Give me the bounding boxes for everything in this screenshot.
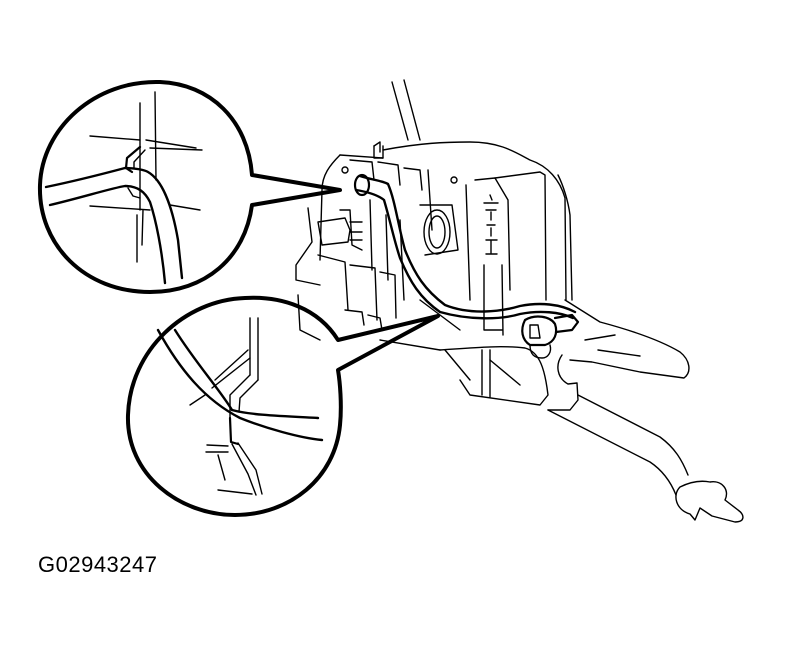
lower-harness	[173, 328, 320, 420]
upper-callout-outline	[37, 79, 342, 294]
shift-housing-assembly	[295, 79, 744, 523]
linkage-rod	[577, 394, 689, 476]
housing-rib	[349, 264, 378, 321]
side-connector-pins	[349, 221, 363, 241]
base-line	[419, 299, 461, 331]
housing-rib	[379, 271, 397, 319]
support-arm	[547, 354, 579, 411]
upper-harness	[44, 166, 184, 280]
upper-detail-line	[169, 204, 201, 211]
lower-clamp	[228, 416, 240, 446]
linkage-rod	[547, 409, 677, 496]
connector-tab	[553, 313, 580, 334]
bolt-hole	[450, 176, 458, 184]
upper-detail-line	[149, 147, 203, 151]
support-arm	[584, 334, 641, 357]
harness-connector	[521, 313, 580, 359]
linkage-end	[675, 480, 744, 523]
connector-clip	[529, 344, 552, 359]
housing-rib	[377, 161, 401, 186]
housing-rib	[367, 314, 383, 331]
lower-callout	[125, 295, 440, 517]
lever-rod	[391, 81, 409, 141]
lower-detail-line	[217, 454, 226, 481]
housing-rib	[349, 159, 375, 181]
upper-mount-boss	[353, 173, 371, 197]
housing-outline	[373, 141, 381, 153]
bracket	[439, 346, 549, 406]
shaft-boss	[423, 209, 451, 255]
upper-detail-line	[145, 139, 197, 149]
housing-outline	[382, 141, 567, 301]
lower-detail-line	[206, 444, 229, 447]
housing-rib	[339, 209, 363, 251]
housing-rib	[344, 309, 365, 326]
housing-outline	[297, 294, 321, 341]
upper-harness	[48, 184, 167, 285]
upper-callout	[37, 79, 342, 294]
bolt-hole	[341, 166, 349, 174]
lower-clamp	[231, 443, 257, 496]
wire-harness	[354, 188, 575, 320]
lower-clamp	[238, 379, 259, 413]
upper-detail-line	[89, 205, 151, 211]
connector-body	[521, 315, 558, 347]
connector-latch	[529, 324, 541, 339]
lower-detail-line	[214, 349, 249, 381]
bracket	[444, 349, 521, 386]
housing-face	[474, 177, 511, 291]
housing-rib	[419, 204, 459, 256]
gear-position-marks	[483, 194, 499, 255]
upper-detail-line	[89, 135, 141, 141]
upper-detail-line	[154, 91, 157, 181]
housing-rib	[385, 214, 389, 281]
lower-callout-outline	[125, 295, 440, 517]
figure-id-label: G02943247	[38, 552, 158, 577]
housing-rib	[317, 254, 349, 311]
wire-harness	[358, 174, 577, 314]
lower-detail-line	[189, 394, 206, 406]
upper-clamp	[127, 187, 141, 199]
upper-clamp	[124, 145, 142, 174]
lever-rod	[403, 79, 421, 141]
upper-clamp	[133, 149, 146, 169]
lower-detail-line	[211, 357, 251, 389]
lower-detail-line	[217, 489, 253, 495]
housing-face	[494, 171, 547, 301]
lower-harness	[156, 328, 324, 442]
upper-detail-line	[141, 209, 144, 246]
shaft-boss-inner	[428, 215, 446, 249]
lower-clamp	[237, 442, 263, 495]
housing-rib	[403, 167, 423, 191]
housing-outline	[295, 207, 321, 286]
side-connector	[317, 217, 351, 246]
housing-outline	[557, 174, 573, 301]
housing-face	[465, 184, 471, 301]
housing-outline	[319, 154, 341, 261]
base-line	[379, 339, 441, 351]
housing-face	[483, 264, 504, 336]
housing-rib	[369, 199, 373, 271]
housing-outline	[339, 154, 384, 159]
housing-tab	[373, 145, 384, 159]
support-arm	[564, 299, 690, 379]
